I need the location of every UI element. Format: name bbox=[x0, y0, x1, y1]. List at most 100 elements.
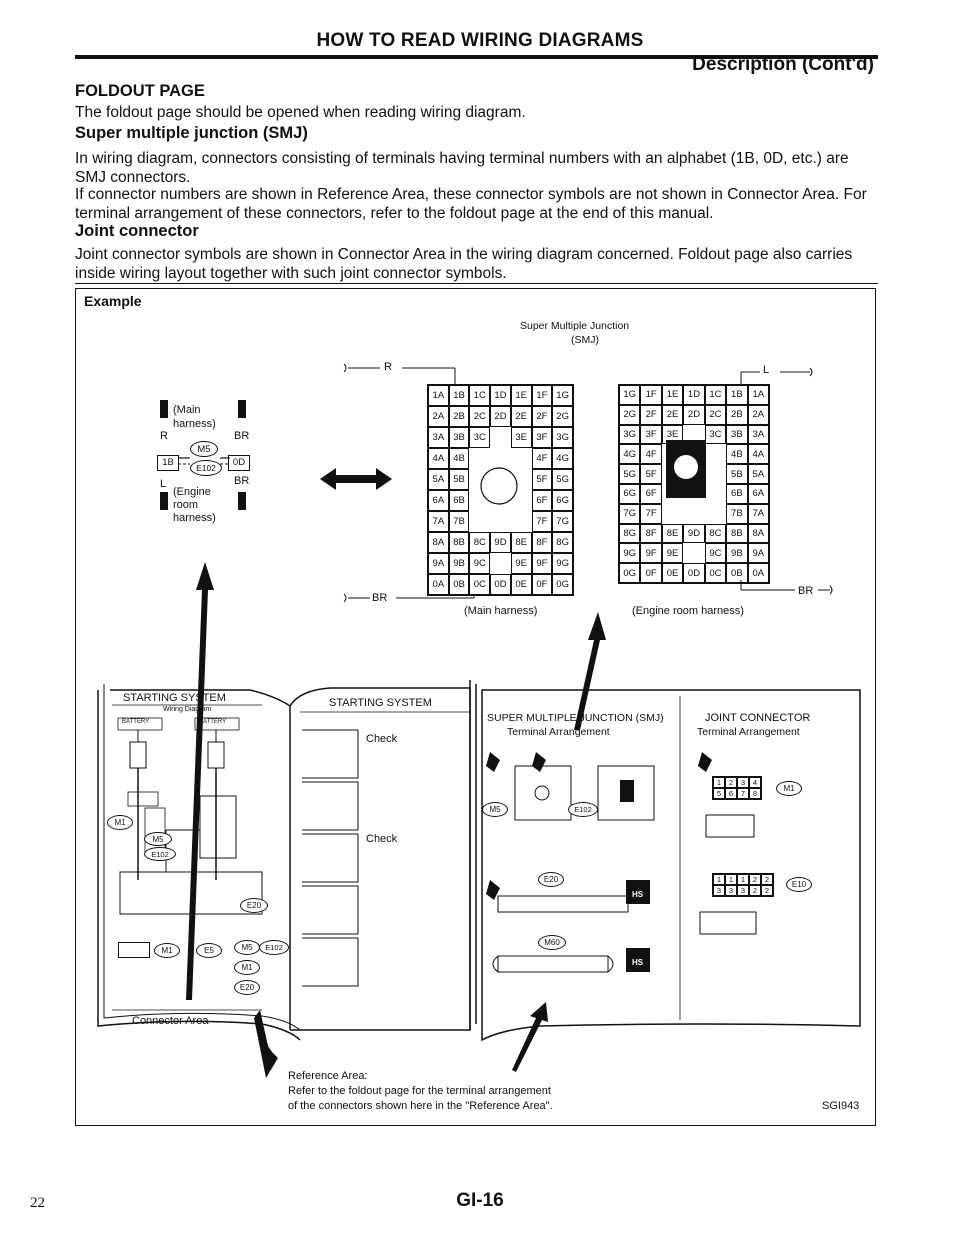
terminal-cell: 1 bbox=[713, 874, 725, 885]
reference-area-line3: of the connectors shown here in the "Ref… bbox=[288, 1100, 553, 1112]
terminal-cell: 7B bbox=[726, 503, 748, 524]
book-joint-header: JOINT CONNECTOR bbox=[705, 712, 811, 724]
terminal-cell: 7A bbox=[428, 511, 449, 532]
smj-paragraph-1: In wiring diagram, connectors consisting… bbox=[75, 150, 849, 186]
main-wire-r-label: R bbox=[384, 361, 392, 373]
book-area-m5: M5 bbox=[234, 940, 260, 955]
book-check-2: Check bbox=[366, 833, 398, 845]
terminal-cell: 6G bbox=[619, 483, 641, 504]
terminal-cell: 6F bbox=[640, 483, 662, 504]
example-label: Example bbox=[84, 293, 142, 309]
terminal-cell: 7B bbox=[448, 511, 470, 532]
main-harness-caption: (Main harness) bbox=[464, 605, 538, 617]
terminal-cell: 2E bbox=[661, 404, 684, 425]
terminal-cell: 9B bbox=[448, 553, 470, 574]
terminal-cell: 6B bbox=[448, 490, 470, 511]
book-connector-m5: M5 bbox=[144, 832, 172, 846]
terminal-cell: 1E bbox=[510, 385, 532, 406]
book-ref-m60: M60 bbox=[538, 935, 566, 950]
terminal-cell: 9D bbox=[683, 523, 705, 544]
terminal-cell: 1 bbox=[725, 874, 737, 885]
terminal-cell: 1D bbox=[490, 385, 511, 406]
harness-bar-left bbox=[160, 400, 168, 418]
terminal-cell: 4F bbox=[531, 448, 553, 469]
terminal-cell: 2E bbox=[510, 406, 532, 427]
smj-paragraph-2: If connector numbers are shown in Refere… bbox=[75, 186, 867, 222]
terminal-cell: 7F bbox=[640, 503, 662, 524]
terminal-cell: 0G bbox=[552, 574, 573, 595]
terminal-cell: 0C bbox=[469, 574, 491, 595]
terminal-cell: 4A bbox=[428, 448, 449, 469]
book-ref-e20: E20 bbox=[538, 872, 564, 887]
book-area-e20: E20 bbox=[234, 980, 260, 995]
page-title: HOW TO READ WIRING DIAGRAMS bbox=[316, 30, 644, 51]
terminal-cell: 9E bbox=[661, 543, 684, 564]
book-area-m1: M1 bbox=[154, 943, 180, 958]
book-joint-m1: M1 bbox=[776, 781, 802, 796]
terminal-cell: 8B bbox=[726, 523, 748, 544]
terminal-cell: 9E bbox=[510, 553, 532, 574]
engine-bar-left bbox=[160, 492, 168, 510]
book-connector-block-icon bbox=[118, 942, 150, 958]
terminal-cell: 4 bbox=[749, 777, 761, 788]
connector-0d-symbol: 0D bbox=[228, 455, 250, 471]
connector-1b-symbol: 1B bbox=[157, 455, 179, 471]
terminal-cell: 1A bbox=[428, 385, 449, 406]
terminal-cell: 9A bbox=[747, 543, 769, 564]
terminal-cell: 2 bbox=[761, 885, 773, 896]
smj-heading: Super multiple junction (SMJ) bbox=[75, 124, 308, 142]
terminal-cell: 0F bbox=[531, 574, 553, 595]
terminal-cell: 3G bbox=[619, 424, 641, 445]
terminal-cell: 1C bbox=[469, 385, 491, 406]
terminal-cell: 5 bbox=[713, 788, 725, 799]
terminal-cell: 1D bbox=[683, 385, 705, 405]
terminal-cell: 0E bbox=[510, 574, 532, 595]
terminal-cell: 6F bbox=[531, 490, 553, 511]
terminal-cell: 5G bbox=[619, 464, 641, 484]
book-left-title: STARTING SYSTEM bbox=[123, 692, 226, 704]
terminal-cell: 4B bbox=[448, 448, 470, 469]
reference-area-line2: Refer to the foldout page for the termin… bbox=[288, 1085, 551, 1097]
terminal-cell: 8F bbox=[640, 523, 662, 544]
terminal-cell: 2 bbox=[725, 777, 737, 788]
foldout-text: The foldout page should be opened when r… bbox=[75, 104, 526, 121]
wire-label-r: R bbox=[160, 430, 168, 442]
example-frame bbox=[75, 288, 876, 1126]
terminal-cell: 8 bbox=[749, 788, 761, 799]
terminal-cell: 0B bbox=[448, 574, 470, 595]
terminal-cell: 8C bbox=[704, 523, 727, 544]
page-code: GI-16 bbox=[456, 1190, 504, 1211]
terminal-cell: 8B bbox=[448, 532, 470, 553]
terminal-cell: 1C bbox=[704, 385, 727, 405]
terminal-cell: 7A bbox=[747, 503, 769, 524]
terminal-cell: 3B bbox=[448, 427, 470, 448]
book-smj-sub: Terminal Arrangement bbox=[507, 726, 610, 738]
terminal-cell: 5B bbox=[726, 464, 748, 484]
junction-wires bbox=[178, 457, 230, 465]
terminal-cell: 8G bbox=[619, 523, 641, 544]
terminal-cell: 5G bbox=[552, 469, 573, 490]
terminal-cell: 1 bbox=[713, 777, 725, 788]
terminal-cell: 2A bbox=[747, 404, 769, 425]
terminal-cell: 5F bbox=[640, 464, 662, 484]
terminal-cell: 0F bbox=[640, 563, 662, 583]
terminal-cell: 1F bbox=[640, 385, 662, 405]
page-number: 22 bbox=[30, 1195, 45, 1211]
terminal-cell: 0D bbox=[683, 563, 705, 583]
smj-title-line2: (SMJ) bbox=[571, 334, 599, 346]
hs-icon-1: HS bbox=[632, 890, 644, 899]
book-joint-sub: Terminal Arrangement bbox=[697, 726, 800, 738]
terminal-cell: 6B bbox=[726, 483, 748, 504]
hs-icon-2: HS bbox=[632, 958, 644, 967]
book-smj-m5: M5 bbox=[482, 802, 508, 817]
book-area-m1-2: M1 bbox=[234, 960, 260, 975]
terminal-cell: 7G bbox=[619, 503, 641, 524]
terminal-cell: 3E bbox=[510, 427, 532, 448]
wire-br-lead bbox=[343, 590, 475, 603]
harness-main-line1: (Main bbox=[173, 404, 201, 416]
terminal-cell: 5F bbox=[531, 469, 553, 490]
wire-r-lead bbox=[343, 363, 456, 386]
terminal-cell: 8E bbox=[510, 532, 532, 553]
terminal-cell: 3C bbox=[469, 427, 491, 448]
terminal-cell: 2B bbox=[726, 404, 748, 425]
